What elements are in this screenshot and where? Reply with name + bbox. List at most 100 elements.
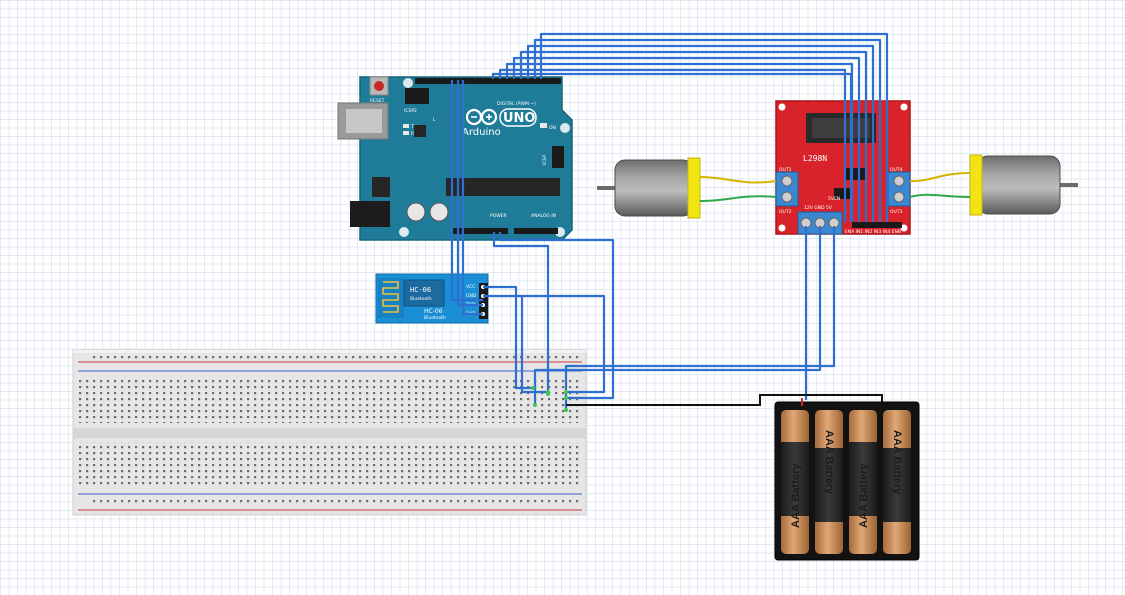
driver-chip-label: L298N — [803, 154, 827, 163]
terminal-strip-top — [78, 378, 580, 423]
digital-header — [415, 78, 561, 84]
wire-in3 — [526, 44, 875, 222]
signal-wires — [450, 32, 889, 410]
hc06-bluetooth-module: HC-06 Bluetooth HC-06 Bluetooth VCC GND … — [375, 273, 489, 324]
wire-arduino-tx2 — [461, 80, 483, 316]
dc-power-jack — [350, 201, 390, 227]
analog-header — [514, 228, 558, 234]
terminal-block-power — [797, 211, 843, 235]
out3-label: OUT3 — [890, 209, 903, 215]
uno-badge — [499, 108, 537, 127]
wire-arduino-tx — [456, 80, 483, 307]
battery-cell-3-label: AAA Battery — [858, 463, 870, 528]
battery-cell-4 — [883, 410, 911, 554]
power-pins-label: 12V GND 5V — [804, 205, 833, 211]
center-channel — [73, 428, 586, 438]
mount-hole-icon — [778, 103, 786, 111]
wire-arduino-5v — [492, 232, 550, 394]
motor-terminal-cap — [687, 157, 701, 219]
battery-cell-2 — [815, 410, 843, 554]
motor-terminal-cap — [969, 154, 983, 216]
battery-wires — [566, 394, 883, 406]
wire-end-icon — [564, 390, 568, 394]
wire-extra-2 — [491, 72, 853, 222]
battery-cell-1 — [781, 410, 809, 554]
icsp2-header — [405, 88, 429, 104]
breadboard — [72, 349, 587, 516]
wire-bb-link — [522, 294, 606, 394]
enable-label: 5VEN — [828, 196, 840, 202]
capacitor-icon — [429, 202, 449, 222]
enable-jumper — [834, 188, 852, 199]
wire-in2 — [519, 50, 868, 222]
wire-end-icon — [533, 403, 537, 407]
brand-label: Arduino — [462, 127, 501, 138]
icsp2-label: ICSP2 — [404, 108, 417, 114]
atmega-chip — [446, 178, 560, 196]
regulator-chip — [846, 168, 866, 180]
screw-icon — [893, 191, 905, 203]
wire-endpoints — [531, 386, 568, 412]
power-rail-holes-top — [90, 353, 580, 361]
terminal-block-left — [775, 171, 799, 207]
mount-hole-icon — [399, 227, 409, 237]
power-rail-holes-bottom — [90, 498, 580, 506]
icsp-label: ICSP — [542, 155, 548, 165]
out4-label: OUT4 — [890, 167, 903, 173]
reset-label: RESET — [370, 98, 385, 104]
dc-motor-right — [969, 154, 1078, 216]
wire-in4 — [533, 38, 882, 222]
power-header — [452, 228, 508, 234]
mount-hole-icon — [403, 78, 413, 88]
screw-icon — [781, 175, 793, 187]
wire-driver-5v — [564, 226, 836, 410]
tx-led-icon — [403, 124, 409, 128]
tx-label: TX — [410, 124, 417, 130]
usb-port-inner — [346, 109, 382, 133]
bt-chip-title: HC-06 — [410, 286, 431, 294]
antenna-trace-icon — [382, 281, 399, 313]
wire-driver-gnd — [533, 226, 822, 405]
wire-end-icon — [564, 396, 568, 400]
battery-pack: AAA Battery AAA Battery AAA Battery AAA … — [774, 401, 920, 561]
bt-pin-gnd: GND — [466, 293, 477, 299]
battery-cell-2-label: AAA Battery — [823, 430, 835, 495]
out2-label: OUT2 — [779, 209, 792, 215]
input-header — [852, 222, 902, 228]
bt-pin-header — [479, 283, 488, 319]
bt-board-subtitle: Bluetooth — [424, 315, 446, 321]
screw-icon — [893, 175, 905, 187]
motor-leads — [699, 172, 971, 202]
motor-shaft — [597, 186, 617, 190]
bt-chip-subtitle: Bluetooth — [410, 296, 432, 302]
mount-hole-icon — [778, 224, 786, 232]
mount-hole-icon — [560, 123, 570, 133]
wire-bt-vcc — [483, 285, 533, 390]
l298n-driver-board: L298N 5VEN OUT1 OUT2 OUT4 OUT3 12V GND 5… — [775, 100, 911, 235]
input-pins-label: ENA IN1 IN2 IN3 IN4 ENB — [845, 229, 901, 235]
wire-end-icon — [531, 386, 535, 390]
wire-enb — [539, 32, 889, 222]
dc-motor-left — [597, 157, 701, 219]
wire-end-icon — [564, 408, 568, 412]
on-led-icon — [540, 123, 547, 128]
wire-in1 — [512, 56, 861, 222]
reset-button-icon — [374, 81, 384, 91]
bt-chip — [403, 279, 445, 307]
icsp-header — [552, 146, 564, 168]
heatsink-fin — [812, 118, 870, 138]
arduino-logo-icon — [465, 108, 498, 126]
out1-label: OUT1 — [779, 167, 792, 173]
mount-hole-icon — [900, 224, 908, 232]
wire-battery-negative — [566, 394, 883, 406]
model-label: UNO — [503, 111, 536, 126]
battery-cell-4-label: AAA Battery — [891, 430, 903, 495]
motor-shaft — [1058, 183, 1078, 187]
screw-icon — [781, 191, 793, 203]
arduino-uno-board: RESET ICSP2 TX RX L UNO Arduino ON DIGIT… — [337, 76, 573, 241]
l-led-label: L — [433, 117, 436, 123]
rx-led-icon — [403, 131, 409, 135]
usb-chip — [414, 125, 426, 137]
battery-cell-3 — [849, 410, 877, 554]
battery-cell-1-label: AAA Battery — [790, 463, 802, 528]
